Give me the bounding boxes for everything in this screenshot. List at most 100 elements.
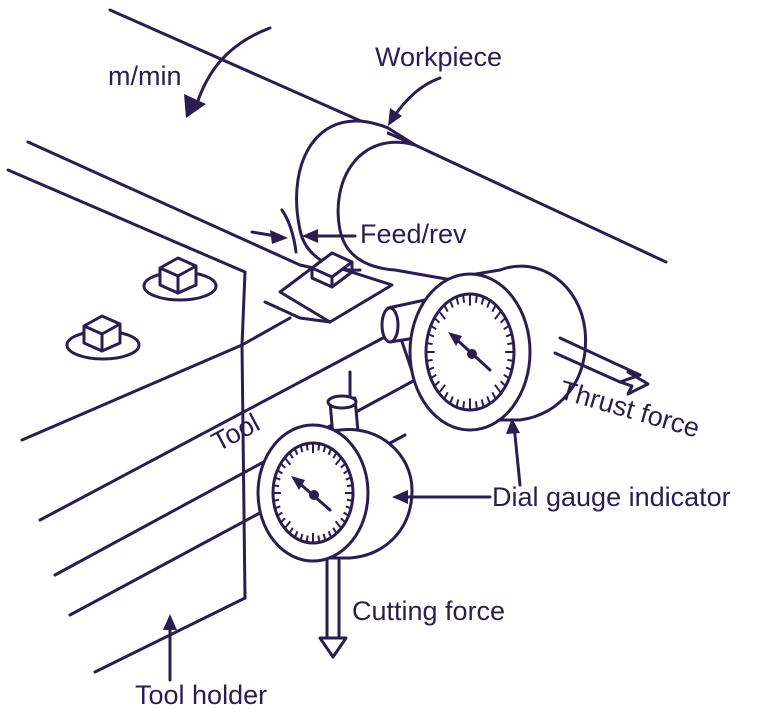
dial-tick (346, 498, 352, 502)
dial-tick (277, 511, 283, 517)
dial-tick (438, 311, 446, 320)
dial-tick (299, 533, 304, 540)
feed-arrow-left-head (270, 230, 288, 244)
dial-tick (332, 452, 337, 459)
dial-tick (494, 311, 502, 320)
dial-tick (443, 391, 449, 399)
dial-tick (486, 300, 491, 308)
leader-lines (163, 76, 522, 682)
rail-1 (26, 140, 302, 267)
dial-tick (427, 342, 433, 346)
dial-tick (431, 325, 437, 331)
dial-tick (505, 333, 512, 338)
dial-tick (443, 305, 449, 313)
dial-tick (289, 527, 294, 534)
cutting-dial-gauge (256, 370, 414, 563)
dial-tick (434, 317, 441, 324)
thrust-dial-gauge (380, 264, 642, 432)
workpiece-shoulder-joint (386, 126, 417, 147)
speed-label: m/min (108, 61, 182, 91)
dial-tick (503, 325, 509, 331)
dial-tick (474, 295, 478, 303)
insert-base (263, 300, 332, 324)
thrust-needle-head (448, 332, 462, 346)
bolt-1 (142, 256, 218, 302)
feed-arrows (250, 208, 357, 254)
feed-label: Feed/rev (360, 219, 467, 249)
dial-tick (305, 444, 309, 451)
dial-tick (334, 457, 342, 466)
dial-tick (284, 457, 292, 466)
dial-tick (284, 520, 292, 529)
dial-tick (462, 401, 466, 409)
dial-tick (294, 530, 299, 538)
insert-tip-side (310, 266, 334, 289)
dial-tick (462, 295, 466, 303)
dial-tick (480, 399, 485, 407)
tool-holder-label: Tool holder (135, 680, 267, 710)
dial-tick (438, 384, 446, 393)
thrust-gauge-ticks (426, 295, 514, 409)
dial-tick (449, 300, 454, 308)
dial-tick (345, 476, 351, 481)
dial-tick (299, 446, 304, 453)
rotation-arrow (184, 26, 272, 118)
dial-tick (343, 511, 349, 517)
cutting-plunger-cap (326, 394, 358, 410)
dial-tick (317, 444, 321, 451)
dial-tick (305, 535, 309, 542)
dial-leader-lower-head (392, 490, 408, 504)
dial-tick (499, 317, 506, 324)
dial-tick (274, 484, 280, 488)
dial-gauge-label: Dial gauge indicator (492, 482, 731, 512)
dial-tick (507, 342, 513, 346)
dial-tick (427, 358, 433, 362)
thrust-force-arrow (618, 370, 650, 396)
cutting-force-arrow (318, 556, 348, 659)
cutting-arrowhead (318, 636, 348, 659)
thrust-plunger-tip (380, 306, 400, 344)
dial-tick (346, 484, 352, 488)
dial-tick (480, 297, 485, 305)
dial-tick (505, 366, 512, 371)
insert-top (278, 260, 394, 324)
dial-tick (334, 520, 342, 529)
bolt-2-edges (82, 322, 122, 353)
dial-tick (327, 530, 332, 538)
dial-tick (340, 463, 346, 469)
dial-tick (474, 401, 478, 409)
dial-tick (428, 333, 435, 338)
rotation-arc (193, 26, 272, 112)
dial-tick (322, 533, 327, 540)
dial-tick (327, 448, 332, 456)
workpiece-top-edge-2 (413, 143, 668, 264)
dial-tick (455, 399, 460, 407)
dial-tick (503, 373, 509, 379)
tool-insert (263, 251, 394, 324)
chip-curve (280, 208, 298, 254)
rotation-arrowhead (184, 94, 206, 118)
dial-tick (280, 463, 286, 469)
dial-tick (280, 517, 286, 523)
dial-tick (289, 452, 294, 459)
tool-shank-top (38, 328, 400, 522)
dial-tick (275, 476, 281, 481)
dial-tick (494, 384, 502, 393)
dial-tick (499, 380, 506, 387)
dial-tick (343, 469, 349, 475)
dial-tick (486, 396, 491, 404)
holder-top-back (6, 168, 247, 274)
dial-tick (434, 380, 441, 387)
cutting-gauge-pivot (309, 490, 319, 500)
dial-tick (491, 305, 497, 313)
thrust-arrowhead (618, 370, 650, 396)
dial-tick (277, 469, 283, 475)
bolt-1-edges (158, 264, 198, 295)
cutting-needle-head (291, 476, 305, 490)
feed-arrow-right-head (302, 229, 318, 243)
workpiece-leader-head (388, 108, 402, 126)
dial-tick (317, 535, 321, 542)
workpiece-label: Workpiece (375, 42, 502, 72)
cutting-gauge-ticks (273, 444, 353, 542)
